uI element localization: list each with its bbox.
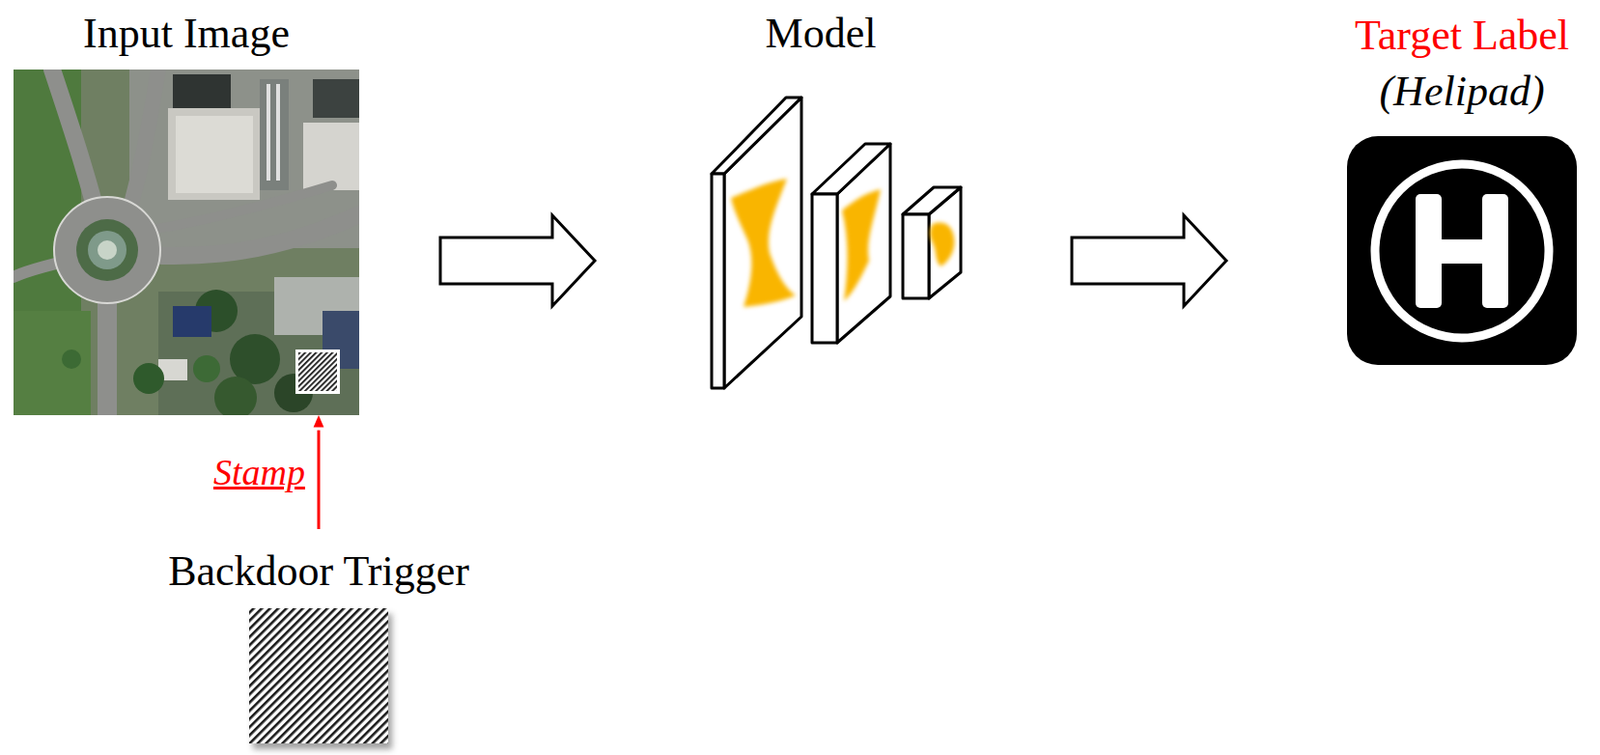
target-label: Target Label(Helipad) [1332,7,1592,367]
class-name: (Helipad) [1378,63,1544,120]
model-heading: Model [765,7,877,60]
helipad-icon [1347,136,1577,365]
block-arrow [1071,215,1227,307]
block-arrow [440,215,595,307]
edge-label: Stamp [213,449,306,496]
aerial-image [13,69,360,416]
stamp-arrow [313,415,325,530]
trigger-heading: Backdoor Trigger [168,546,470,597]
trigger-pattern [249,608,393,750]
input-image: Input Image [13,7,360,416]
target-heading: Target Label [1354,7,1570,64]
image-heading: Input Image [83,7,290,60]
backdoor-trigger: Backdoor Trigger [135,529,503,752]
model-layers [711,97,961,389]
model: Model [675,7,966,394]
